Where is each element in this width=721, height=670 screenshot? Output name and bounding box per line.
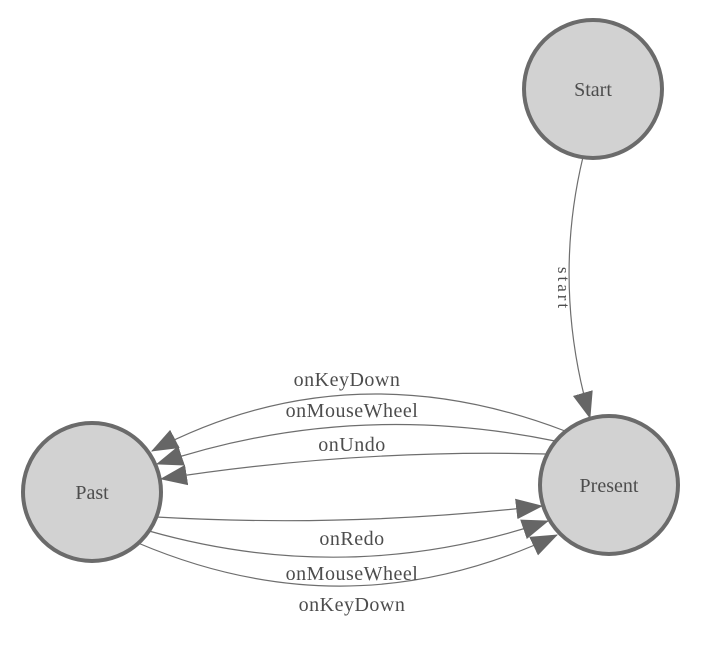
node-past[interactable]: Past — [21, 421, 163, 563]
edge-past-to-present-onkeydown — [137, 534, 558, 587]
edge-label-onundo: onUndo — [318, 434, 385, 456]
node-past-circle[interactable] — [21, 421, 163, 563]
node-start-circle[interactable] — [522, 18, 664, 160]
node-present-circle[interactable] — [538, 414, 680, 556]
node-past-label: Past — [75, 482, 109, 504]
node-start[interactable]: Start — [522, 18, 664, 160]
edge-label-onkeydown-bottom: onKeyDown — [299, 594, 406, 616]
edge-label-onkeydown-top: onKeyDown — [294, 369, 401, 391]
edge-past-to-present-onredo — [155, 498, 544, 522]
edge-label-onmousewheel-top: onMouseWheel — [286, 400, 419, 422]
edge-start-to-present — [568, 156, 593, 420]
edge-present-to-past-onmousewheel — [155, 423, 556, 466]
node-present-label: Present — [580, 475, 639, 497]
edges-layer — [137, 156, 593, 587]
edge-label-onmousewheel-bottom: onMouseWheel — [286, 563, 419, 585]
node-present[interactable]: Present — [538, 414, 680, 556]
edge-past-to-present-onmousewheel — [148, 519, 550, 558]
node-start-label: Start — [574, 79, 612, 101]
edge-label-onredo: onRedo — [319, 528, 384, 550]
edge-label-start: start — [554, 267, 573, 311]
edge-labels-layer: start onKeyDown onMouseWheel onUndo onRe… — [286, 267, 573, 616]
edge-present-to-past-onundo — [159, 452, 547, 486]
edge-present-to-past-onkeydown — [151, 393, 566, 452]
